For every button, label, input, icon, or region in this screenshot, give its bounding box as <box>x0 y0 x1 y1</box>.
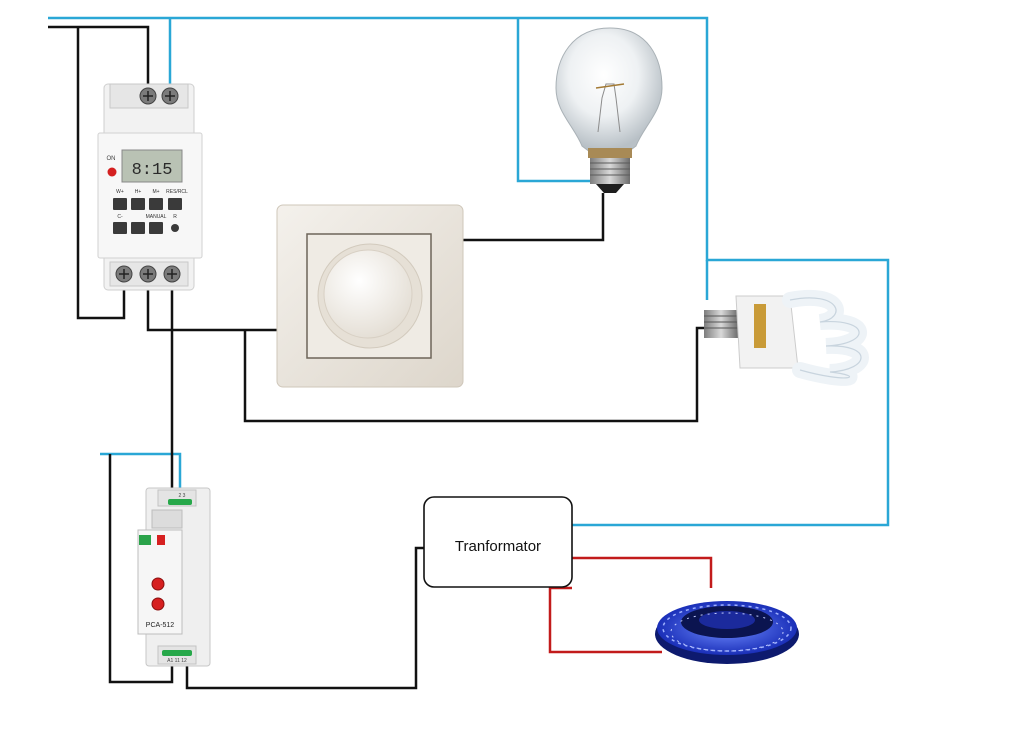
relay-top-terminals: 2 3 <box>179 493 186 499</box>
dc-wires <box>548 556 713 654</box>
timer-reset-button <box>171 224 179 232</box>
cfl-bulb-icon <box>704 289 869 386</box>
neutral-wire-relay <box>100 452 182 490</box>
live-wire-relay-transformer <box>185 546 424 690</box>
timer-btn-label-6: MANUAL <box>146 214 167 220</box>
timer-led <box>107 167 117 177</box>
neutral-wire-bulb <box>516 18 590 183</box>
neutral-wire-top <box>48 16 890 527</box>
dc-wire-negative <box>548 586 662 654</box>
timer-btn-label-5: C- <box>117 214 123 220</box>
dimmer-knob <box>323 249 413 339</box>
transformer-label: Tranformator <box>455 538 541 555</box>
timer-btn-label-3: M+ <box>152 189 159 195</box>
timer-btn-label-2: H+ <box>135 189 142 195</box>
live-wires <box>48 25 705 690</box>
incandescent-bulb-icon <box>555 27 663 193</box>
timer-switch-icon: ON 8:15 W+ H+ M+ RES/RCL C- MANUAL R <box>97 83 203 291</box>
live-wire-timer-dimmer <box>146 286 277 332</box>
live-wire-dimmer-cfl <box>243 326 705 423</box>
led-strip-icon <box>655 601 799 664</box>
relay-model-label: PCA-512 <box>146 622 175 629</box>
dc-wire-positive <box>572 556 713 588</box>
timer-display: 8:15 <box>132 161 173 180</box>
timer-on-label: ON <box>107 156 116 162</box>
timer-button <box>168 198 182 210</box>
timer-button <box>113 198 127 210</box>
timer-button <box>113 222 127 234</box>
relay-dial <box>151 597 165 611</box>
timer-button <box>131 222 145 234</box>
dimmer-switch-icon <box>276 204 464 388</box>
live-wire-timer-in <box>48 25 150 86</box>
timer-btn-label-7: R <box>173 214 177 220</box>
timer-button <box>149 198 163 210</box>
timer-button <box>131 198 145 210</box>
transformer-box: Tranformator <box>423 496 573 588</box>
timer-button <box>149 222 163 234</box>
live-wire-relay-loop <box>108 454 174 684</box>
live-wire-dimmer-bulb <box>463 193 605 242</box>
relay-dial <box>151 577 165 591</box>
relay-bottom-terminals: A1 11 12 <box>167 658 187 664</box>
relay-module-icon: 2 3 PCA-512 A1 11 12 <box>137 487 211 667</box>
neutral-wires <box>48 16 890 527</box>
timer-btn-label-4: RES/RCL <box>166 189 188 195</box>
timer-btn-label-1: W+ <box>116 189 124 195</box>
live-wire-timer-loop <box>76 27 126 320</box>
